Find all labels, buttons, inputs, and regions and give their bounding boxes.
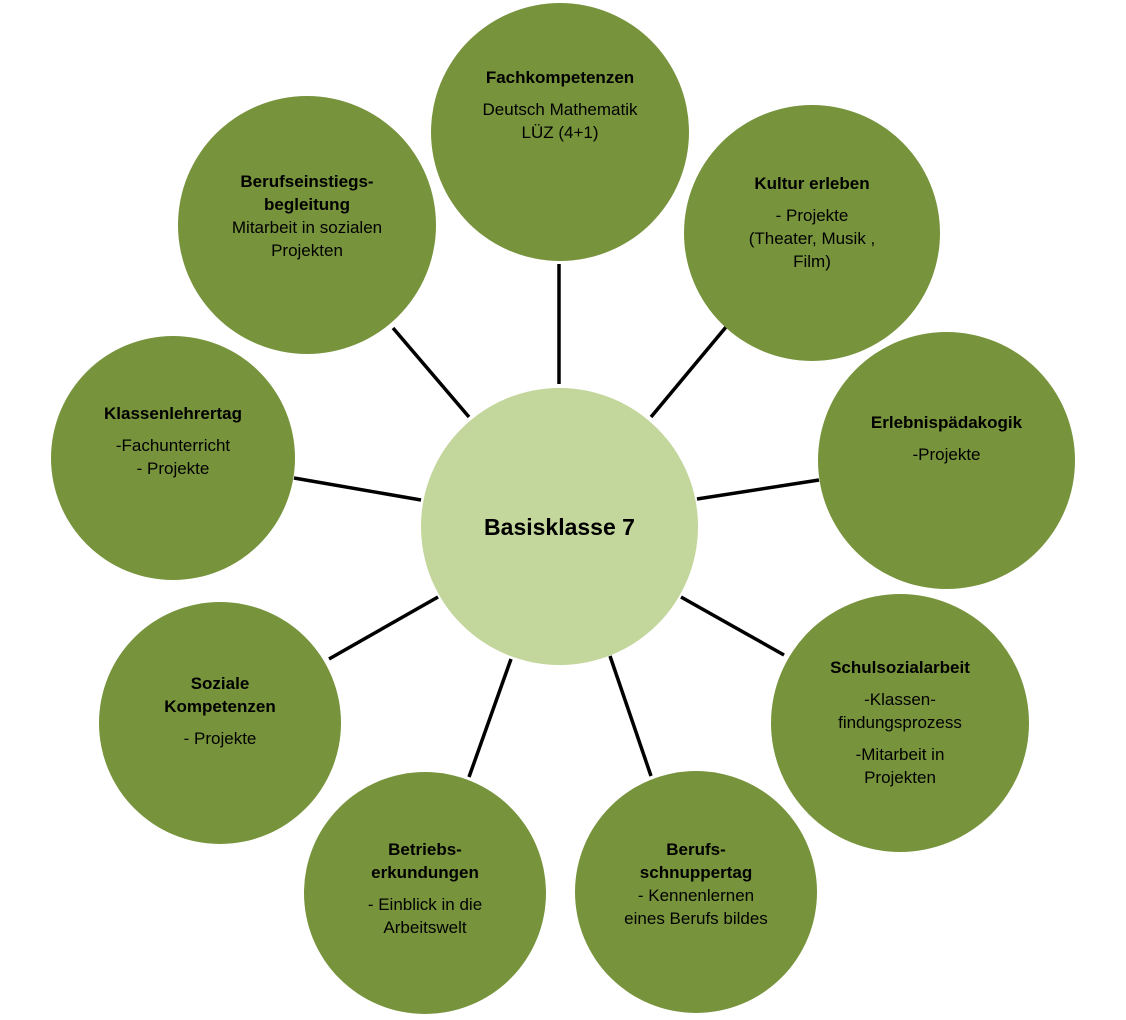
connector-berufseinstieg	[391, 326, 471, 419]
node-body: -Fachunterricht - Projekte	[115, 436, 231, 478]
node-body: Mitarbeit in sozialen Projekten	[231, 218, 383, 260]
node-title: Kultur erleben	[754, 173, 870, 193]
connector-schnupper	[608, 655, 653, 777]
node-betriebserkundungen: Betriebs- erkundungen - Einblick in die …	[304, 772, 546, 1014]
connector-kultur	[649, 325, 728, 419]
node-body: - Kennenlernen eines Berufs bildes	[624, 886, 768, 928]
node-berufseinstiegsbegleitung: Berufseinstiegs- begleitung Mitarbeit in…	[178, 96, 436, 354]
node-fachkompetenzen: Fachkompetenzen Deutsch Mathematik LÜZ (…	[431, 3, 689, 261]
node-erlebnispaedagogik: Erlebnispädakogik -Projekte	[818, 332, 1075, 589]
node-title: Soziale Kompetenzen	[164, 673, 276, 716]
node-kultur-erleben: Kultur erleben - Projekte (Theater, Musi…	[684, 105, 940, 361]
node-berufsschnuppertag: Berufs- schnuppertag - Kennenlernen eine…	[575, 771, 817, 1013]
node-soziale-kompetenzen: Soziale Kompetenzen - Projekte	[99, 602, 341, 844]
center-node-basisklasse: Basisklasse 7	[421, 388, 698, 665]
node-body: - Projekte (Theater, Musik , Film)	[748, 205, 876, 271]
node-schulsozialarbeit: Schulsozialarbeit -Klassen- findungsproz…	[771, 594, 1029, 852]
connector-betrieb	[467, 658, 513, 778]
node-body: - Projekte	[183, 728, 257, 748]
node-title: Erlebnispädakogik	[870, 413, 1023, 432]
node-title: Berufseinstiegs- begleitung	[240, 172, 374, 214]
node-title: Berufs- schnuppertag	[639, 840, 753, 882]
node-title: Betriebs- erkundungen	[371, 839, 479, 882]
connector-klassenlehrer	[293, 476, 422, 502]
node-title: Schulsozialarbeit	[830, 657, 970, 677]
connector-schulsozial	[680, 595, 785, 657]
node-title: Fachkompetenzen	[485, 68, 635, 87]
node-body: -Projekte	[912, 445, 981, 464]
connector-sozial	[328, 595, 439, 661]
node-body: Deutsch Mathematik LÜZ (4+1)	[482, 100, 638, 142]
node-klassenlehrertag: Klassenlehrertag -Fachunterricht - Proje…	[51, 336, 295, 580]
connector-erlebnis	[696, 478, 820, 501]
node-body: - Einblick in die Arbeitswelt	[367, 894, 483, 937]
node-title: Klassenlehrertag	[104, 404, 242, 423]
node-body: -Klassen- findungsprozess -Mitarbeit in …	[838, 689, 962, 787]
center-title: Basisklasse 7	[484, 513, 635, 540]
